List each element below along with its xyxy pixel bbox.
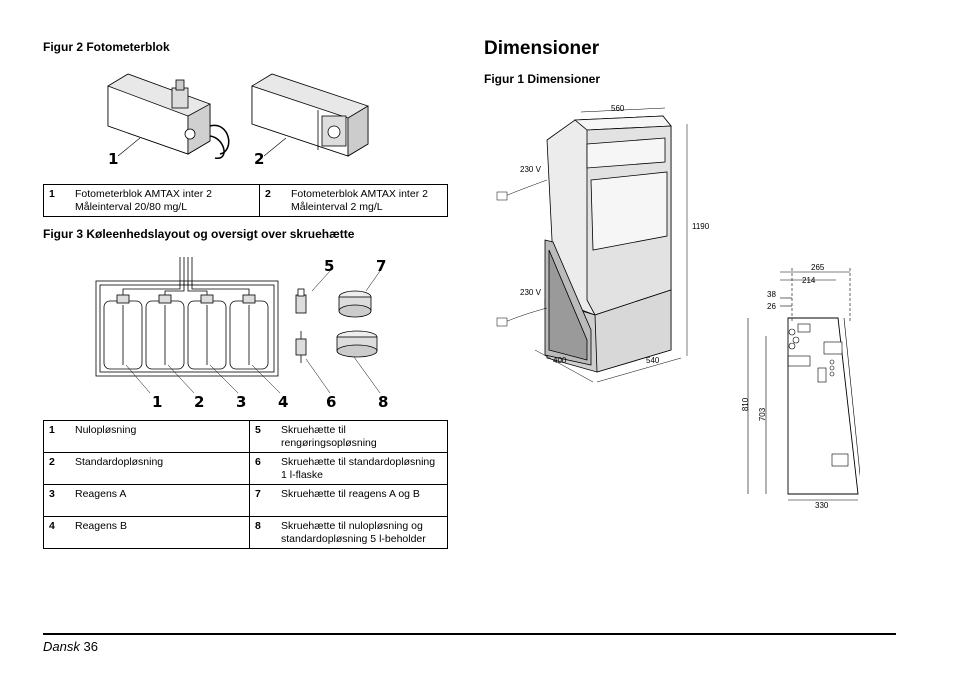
footer: Dansk 36	[43, 639, 98, 654]
fig2-callout-1: 1	[108, 150, 118, 168]
footer-language: Dansk	[43, 639, 80, 654]
dim-width-bottom: 540	[646, 356, 660, 365]
legend-text: Standardopløsning	[71, 452, 250, 485]
dim-side-703: 703	[758, 407, 768, 422]
legend-text: Fotometerblok AMTAX inter 2 Måleinterval…	[71, 184, 260, 217]
legend-number: 8	[249, 516, 277, 549]
fig1-caption: Figur 1 Dimensioner	[484, 72, 601, 86]
fig3-callout-8: 8	[378, 393, 388, 411]
table-row: 2 Standardopløsning 6 Skruehætte til sta…	[43, 452, 448, 485]
fig3-caption: Figur 3 Køleenhedslayout og oversigt ove…	[43, 227, 355, 241]
dim-depth: 400	[553, 356, 567, 365]
fig3-callout-6: 6	[326, 393, 336, 411]
legend-number: 1	[43, 420, 71, 453]
legend-text: Fotometerblok AMTAX inter 2 Måleinterval…	[287, 184, 448, 217]
legend-number: 3	[43, 484, 71, 517]
footer-rule	[43, 633, 896, 635]
dim-height: 1190	[692, 222, 710, 231]
fig2-callout-2: 2	[254, 150, 264, 168]
dim-power-2: 230 V	[520, 288, 541, 297]
legend-number: 2	[259, 184, 287, 217]
table-row: 4 Reagens B 8 Skruehætte til nulopløsnin…	[43, 516, 448, 549]
legend-text: Nulopløsning	[71, 420, 250, 453]
table-row: 1 Nulopløsning 5 Skruehætte til rengørin…	[43, 420, 448, 453]
dim-side-38: 38	[767, 290, 776, 299]
fig3-callout-1: 1	[152, 393, 162, 411]
legend-text: Skruehætte til reagens A og B	[277, 484, 448, 517]
dim-side-810: 810	[741, 397, 751, 412]
dim-side-330: 330	[815, 501, 829, 510]
legend-text: Reagens A	[71, 484, 250, 517]
legend-number: 7	[249, 484, 277, 517]
table-row: 3 Reagens A 7 Skruehætte til reagens A o…	[43, 484, 448, 517]
legend-text: Skruehætte til standardopløsning 1 l-fla…	[277, 452, 448, 485]
fig3-callout-2: 2	[194, 393, 204, 411]
legend-text: Skruehætte til rengøringsopløsning	[277, 420, 448, 453]
analyzer-side-view	[747, 268, 860, 501]
footer-page-number: 36	[83, 639, 98, 654]
table-row: 1 Fotometerblok AMTAX inter 2 Måleinterv…	[43, 184, 448, 217]
fig3-callout-5: 5	[324, 257, 334, 275]
legend-text: Reagens B	[71, 516, 250, 549]
fig3-callout-4: 4	[278, 393, 288, 411]
legend-number: 4	[43, 516, 71, 549]
fig2-caption: Figur 2 Fotometerblok	[43, 40, 170, 54]
legend-text: Skruehætte til nulopløsning og standardo…	[277, 516, 448, 549]
dim-side-214: 214	[802, 276, 816, 285]
dim-side-265: 265	[811, 263, 825, 272]
section-title: Dimensioner	[484, 38, 600, 59]
fig3-callout-7: 7	[376, 257, 386, 275]
dim-side-26: 26	[767, 302, 776, 311]
legend-number: 6	[249, 452, 277, 485]
cooling-unit-illustration: 1 2 3 4 5 6 7 8	[95, 257, 388, 411]
dim-power-1: 230 V	[520, 165, 541, 174]
fig2-legend-table: 1 Fotometerblok AMTAX inter 2 Måleinterv…	[43, 184, 448, 217]
legend-number: 1	[43, 184, 71, 217]
photometer-block-illustration: 1 2	[107, 73, 369, 168]
legend-number: 2	[43, 452, 71, 485]
fig3-legend-table: 1 Nulopløsning 5 Skruehætte til rengørin…	[43, 420, 448, 549]
analyzer-cabinet-illustration	[496, 107, 688, 383]
legend-number: 5	[249, 420, 277, 453]
dim-width-top: 560	[611, 104, 625, 113]
fig3-callout-3: 3	[236, 393, 246, 411]
